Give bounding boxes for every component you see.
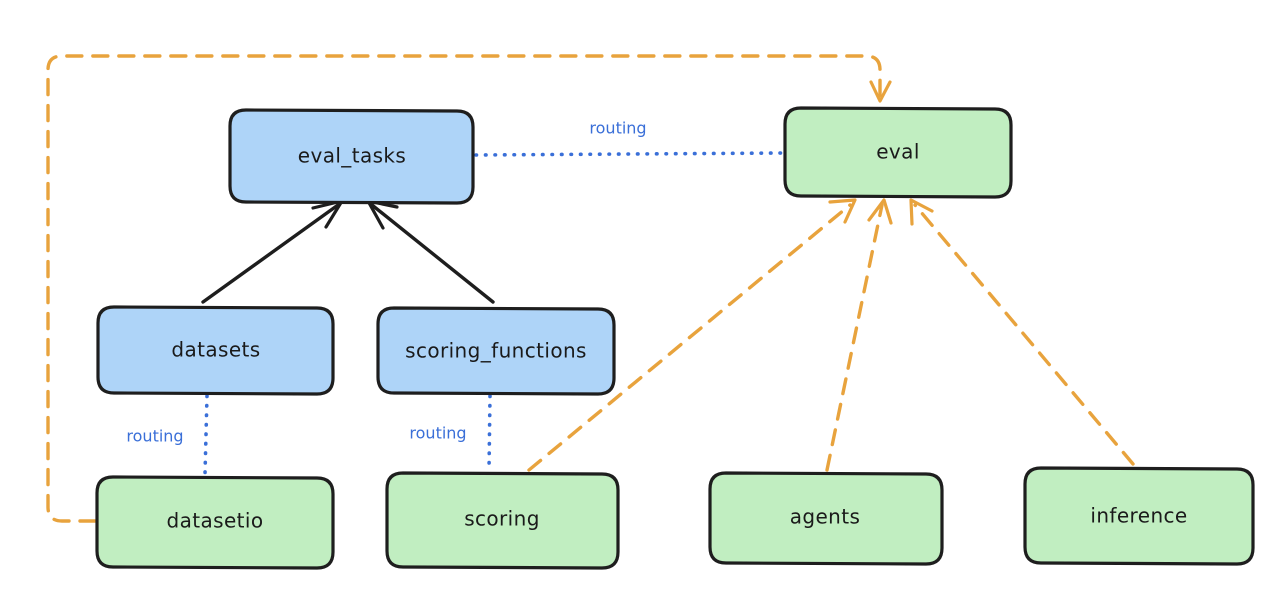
edge-label-routing-top: routing [589,119,646,138]
node-box-scoring [385,471,620,570]
node-box-eval [783,106,1013,199]
edge-scoring-to-eval [527,198,857,472]
node-label-agents: agents [790,505,861,529]
edge-label-routing-left: routing [126,427,183,446]
edge-path-datasets-to-datasetio [203,394,209,476]
node-box-agents [708,471,944,566]
edge-datasets-to-eval_tasks [201,199,344,304]
node-box-eval_tasks [228,108,475,205]
edge-path-datasetio-to-eval [46,54,882,523]
node-datasetio[interactable]: datasetio [95,475,335,570]
arrowhead-inference-to-eval [909,198,934,226]
edge-label-routing-middle: routing [409,424,466,443]
node-agents[interactable]: agents [708,471,944,566]
dependency-edges-group [46,54,1135,523]
edge-labels-group: routing routing routing [126,119,646,446]
node-inference[interactable]: inference [1023,466,1255,566]
node-box-datasetio [95,475,335,570]
edge-agents-to-eval [825,198,893,472]
arrowhead-datasetio-to-eval [869,80,892,103]
node-label-scoring_functions: scoring_functions [405,339,587,363]
edge-path-eval_tasks-to-eval [474,151,786,157]
edge-path-scoring_functions-to-scoring [487,394,492,472]
routing-edges-group [203,151,786,476]
edge-scoring_functions-to-eval_tasks [366,199,495,304]
solid-edges-group [201,199,495,304]
node-box-scoring_functions [376,306,616,396]
node-eval_tasks[interactable]: eval_tasks [228,108,475,205]
node-datasets[interactable]: datasets [96,305,335,396]
node-label-datasetio: datasetio [166,509,263,533]
edge-path-agents-to-eval [825,203,884,472]
edge-path-inference-to-eval [913,203,1135,466]
node-eval[interactable]: eval [783,106,1013,199]
edge-inference-to-eval [909,198,1135,466]
node-scoring[interactable]: scoring [385,471,620,570]
arrowhead-agents-to-eval [867,198,893,225]
node-label-scoring: scoring [464,507,540,531]
node-scoring_functions[interactable]: scoring_functions [376,306,616,396]
node-box-inference [1023,466,1255,566]
arrowhead-scoring-to-eval [828,198,857,224]
node-label-eval_tasks: eval_tasks [298,144,406,168]
node-box-datasets [96,305,335,396]
edge-path-scoring-to-eval [527,203,852,472]
node-label-inference: inference [1090,504,1187,528]
edge-datasetio-to-eval [46,54,892,523]
node-label-eval: eval [876,140,920,164]
edge-path-scoring_functions-to-eval_tasks [370,203,495,304]
edge-path-datasets-to-eval_tasks [201,203,340,304]
node-label-datasets: datasets [171,338,260,362]
nodes-group: eval_tasks eval datasets scoring_functio… [95,106,1255,570]
